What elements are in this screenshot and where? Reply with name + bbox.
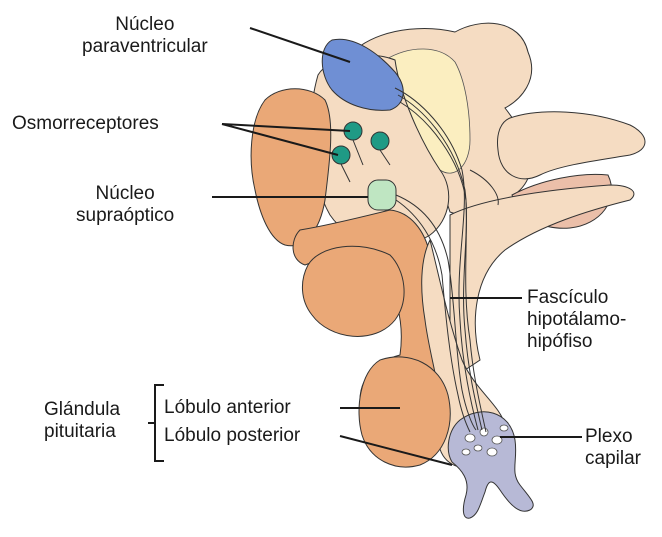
label-plexus-line1: Plexo (585, 426, 641, 448)
left-salmon-lobe (251, 89, 331, 246)
label-gland-line2: pituitaria (44, 421, 120, 443)
label-gland: Glándula pituitaria (44, 399, 120, 443)
label-plexus-line2: capilar (585, 448, 641, 470)
label-anterior-lobe: Lóbulo anterior (164, 397, 291, 419)
label-supraoptic-line2: supraóptico (76, 205, 174, 227)
label-supraoptic-line1: Núcleo (76, 183, 174, 205)
label-fasciculus-line3: hipófiso (527, 331, 626, 353)
label-osmoreceptors: Osmorreceptores (12, 113, 159, 135)
label-plexus: Plexo capilar (585, 426, 641, 470)
anterior-pituitary-lobe (359, 357, 450, 467)
capillary-plexus (448, 412, 533, 518)
label-paraventricular-line2: paraventricular (82, 36, 208, 58)
hypothalamus-right-lobe (498, 112, 646, 179)
label-fasciculus: Fascículo hipotálamo- hipófiso (527, 287, 626, 353)
label-fasciculus-line1: Fascículo (527, 287, 626, 309)
label-supraoptic: Núcleo supraóptico (76, 183, 174, 227)
supraoptic-nucleus (368, 180, 396, 210)
optic-chiasm-salmon (302, 246, 404, 336)
label-paraventricular-line1: Núcleo (82, 14, 208, 36)
label-fasciculus-line2: hipotálamo- (527, 309, 626, 331)
label-posterior-lobe: Lóbulo posterior (164, 425, 300, 447)
label-paraventricular: Núcleo paraventricular (82, 14, 208, 58)
label-gland-line1: Glándula (44, 399, 120, 421)
